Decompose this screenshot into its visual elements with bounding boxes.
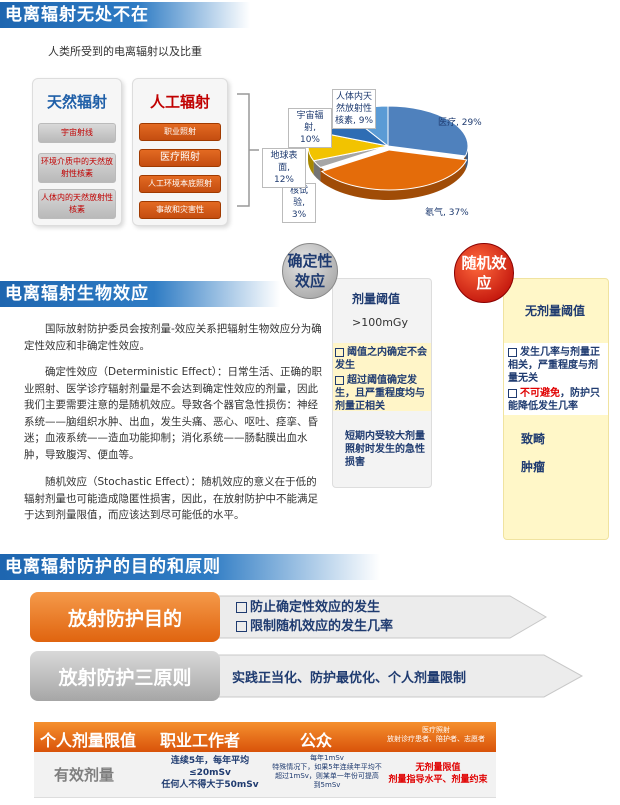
stochastic-bullets: 发生几率与剂量正相关，严重程度与剂量无关 不可避免，防护只能降低发生几率 — [504, 343, 608, 415]
limits-public-line1: 每年1mSv — [310, 754, 344, 762]
natural-item-body: 人体内的天然放射性核素 — [38, 189, 116, 219]
purpose-item-2: 限制随机效应的发生几率 — [250, 619, 394, 634]
pie-label-medical: 医疗, 29% — [438, 118, 482, 128]
stochastic-effect-teratogenic: 致畸 — [521, 432, 546, 446]
pie-label-cosmic-value: 10% — [299, 135, 320, 145]
pie-label-earth-name: 地球表面, — [270, 151, 298, 173]
principles-label: 放射防护三原则 — [30, 651, 220, 701]
stochastic-circle-line2: 应 — [476, 274, 492, 292]
limits-header-row — [34, 722, 496, 752]
deterministic-note: 短期内受较大剂量照射时发生的急性损害 — [345, 431, 425, 468]
stochastic-circle-line1: 随机效 — [461, 254, 507, 272]
stochastic-circle: 随机效应 — [454, 243, 514, 303]
artificial-item-medical: 医疗照射 — [139, 149, 221, 167]
pie-slice-side — [313, 160, 321, 182]
artificial-item-accident: 事故和灾害性 — [139, 201, 221, 219]
stochastic-bullet-2-red: 不可避免 — [520, 388, 560, 399]
limits-row-label: 有效剂量 — [54, 766, 115, 784]
section-title-ubiquitous: 电离辐射无处不在 — [0, 2, 250, 28]
chart-caption: 人类所受到的电离辐射以及比重 — [48, 45, 202, 58]
deterministic-dose: >100mGy — [352, 316, 408, 329]
artificial-item-occupational: 职业照射 — [139, 123, 221, 141]
bracket-connector — [237, 93, 259, 207]
para-deterministic: 确定性效应（Deterministic Effect）：日常生活、正确的职业照射… — [24, 366, 323, 461]
natural-radiation-box: 天然辐射 宇宙射线 环境介质中的天然放射性核素 人体内的天然放射性核素 — [32, 78, 122, 226]
limits-medical-line2: 剂量指导水平、剂量约束 — [388, 775, 488, 785]
limits-worker-line1: 连续5年，每年平均 — [170, 756, 250, 766]
pie-label-cosmic: 宇宙辐射, 10% — [288, 108, 332, 148]
stochastic-effect-tumor: 肿瘤 — [521, 460, 546, 474]
deterministic-circle-line2: 效应 — [294, 272, 325, 290]
deterministic-bullet-1: 阈值之内确定不会发生 — [335, 347, 427, 371]
natural-item-environment: 环境介质中的天然放射性核素 — [38, 153, 116, 183]
deterministic-bullets: 阈值之内确定不会发生 超过阈值确定发生，且严重程度均与剂量正相关 — [333, 343, 431, 412]
limits-public-cell: 每年1mSv 特殊情况下，如果5年连续年平均不超过1mSv，则某单一年份可提高到… — [272, 754, 382, 790]
stochastic-threshold: 无剂量阈值 — [525, 304, 586, 318]
pie-slice-side — [320, 155, 466, 200]
natural-radiation-title: 天然辐射 — [46, 93, 107, 111]
limits-header-medical: 医疗照射 放射诊疗患者、陪护者、志愿者 — [380, 726, 492, 744]
para-intro: 国际放射防护委员会按剂量-效应关系把辐射生物效应分为确定性效应和非确定性效应。 — [24, 323, 322, 352]
limits-medical-line1: 无剂量限值 — [415, 763, 461, 773]
deterministic-threshold: 剂量阈值 — [352, 292, 401, 306]
limits-header-label: 个人剂量限值 — [40, 731, 137, 750]
pie-label-radon: 氡气, 37% — [425, 208, 469, 218]
deterministic-bullet-2: 超过阈值确定发生，且严重程度均与剂量正相关 — [335, 375, 425, 412]
limits-header-medical-sub: 放射诊疗患者、陪护者、志愿者 — [387, 735, 485, 743]
stochastic-bullet-1: 发生几率与剂量正相关，严重程度与剂量无关 — [508, 347, 600, 384]
pie-label-earth-value: 12% — [273, 175, 294, 185]
deterministic-circle: 确定性效应 — [282, 243, 338, 299]
limits-worker-line2: ≤20mSv — [189, 768, 231, 778]
pie-label-body-line2: 然放射性 — [335, 104, 372, 114]
para-stochastic: 随机效应（Stochastic Effect）：随机效应的意义在于低的辐射剂量也… — [24, 476, 318, 521]
pie-slice-side — [308, 146, 314, 175]
pie-slice — [320, 149, 468, 191]
pie-label-body-line3: 核素, 9% — [335, 116, 373, 126]
natural-item-cosmic: 宇宙射线 — [38, 123, 116, 143]
purpose-items: 防止确定性效应的发生 限制随机效应的发生几率 — [236, 598, 393, 636]
pie-label-nuclear-name: 核试验, — [289, 186, 308, 208]
stochastic-bullet-2-rest: ，防护只能降低发生几率 — [508, 388, 600, 412]
pie-label-nuclear: 核试验, 3% — [282, 183, 316, 223]
limits-header-medical-title: 医疗照射 — [422, 726, 450, 734]
pie-label-body: 人体内天 然放射性 核素, 9% — [332, 89, 376, 129]
limits-worker-line3: 任何人不得大于50mSv — [161, 780, 259, 790]
limits-medical-cell: 无剂量限值 剂量指导水平、剂量约束 — [380, 762, 496, 786]
pie-label-nuclear-value: 3% — [291, 210, 307, 220]
limits-worker-cell: 连续5年，每年平均 ≤20mSv 任何人不得大于50mSv — [150, 755, 270, 791]
limits-header-public: 公众 — [300, 731, 333, 750]
pie-label-earth: 地球表面, 12% — [262, 148, 306, 188]
limits-data-row — [34, 752, 496, 798]
artificial-item-background: 人工环境本底照射 — [139, 175, 221, 193]
pie-label-body-line1: 人体内天 — [335, 92, 372, 102]
section-title-protection: 电离辐射防护的目的和原则 — [0, 554, 380, 580]
limits-public-line2: 特殊情况下，如果5年连续年平均不超过1mSv，则某单一年份可提高到5mSv — [272, 763, 382, 789]
purpose-item-1: 防止确定性效应的发生 — [250, 600, 381, 615]
deterministic-circle-line1: 确定性 — [287, 252, 333, 270]
section-title-bio-effects: 电离辐射生物效应 — [0, 281, 280, 307]
purpose-label: 放射防护目的 — [30, 592, 220, 642]
principles-text: 实践正当化、防护最优化、个人剂量限制 — [232, 671, 467, 686]
pie-slice — [387, 105, 469, 157]
artificial-radiation-title: 人工辐射 — [149, 93, 210, 111]
artificial-radiation-box: 人工辐射 职业照射 医疗照射 人工环境本底照射 事故和灾害性 — [132, 78, 228, 226]
pie-label-cosmic-name: 宇宙辐射, — [296, 111, 324, 133]
limits-header-worker: 职业工作者 — [160, 731, 241, 750]
